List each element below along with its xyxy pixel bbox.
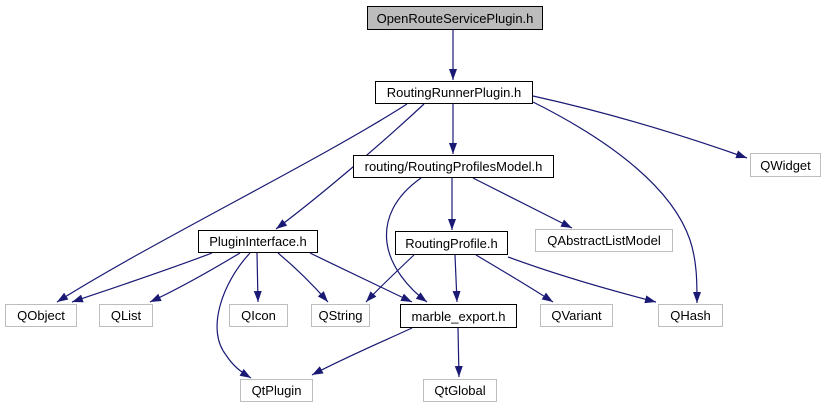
edge-marble-export-h-to-qtglobal xyxy=(454,327,463,378)
edge-plugin-interface-h-to-qstring xyxy=(277,252,329,303)
node-plugin-interface-h[interactable]: PluginInterface.h xyxy=(198,230,318,253)
node-qabstractlistmodel: QAbstractListModel xyxy=(535,229,673,252)
edge-plugin-interface-h-to-qobject xyxy=(71,252,213,303)
edge-plugin-interface-h-to-marble-export-h xyxy=(309,252,413,303)
edge-routing-runner-plugin-h-to-qwidget xyxy=(532,95,748,159)
node-qvariant: QVariant xyxy=(540,304,613,327)
edge-routing-profiles-model-h-to-qabstractlistmodel xyxy=(472,177,573,229)
edge-plugin-interface-h-to-qtplugin xyxy=(216,252,252,379)
edge-routing-profile-h-to-qhash xyxy=(507,256,657,304)
node-routing-profile-h[interactable]: RoutingProfile.h xyxy=(395,231,508,255)
node-qicon: QIcon xyxy=(229,304,288,327)
edge-marble-export-h-to-qtplugin xyxy=(311,327,413,376)
edge-routing-runner-plugin-h-to-plugin-interface-h xyxy=(275,103,425,230)
edge-routing-profiles-model-h-to-marble-export-h xyxy=(385,177,428,303)
edge-routing-profile-h-to-qstring xyxy=(365,254,415,303)
edge-routing-runner-plugin-h-to-qobject xyxy=(56,103,408,303)
node-open-route-service-plugin-h: OpenRouteServicePlugin.h xyxy=(367,6,543,30)
node-routing-runner-plugin-h[interactable]: RoutingRunnerPlugin.h xyxy=(375,81,533,104)
edge-routing-profile-h-to-marble-export-h xyxy=(452,254,461,303)
node-qobject: QObject xyxy=(5,304,77,327)
node-qtglobal: QtGlobal xyxy=(423,379,497,402)
node-qhash: QHash xyxy=(658,304,723,327)
node-qtplugin: QtPlugin xyxy=(240,379,313,402)
edge-plugin-interface-h-to-qicon xyxy=(253,252,262,303)
node-qlist: QList xyxy=(99,304,153,327)
node-marble-export-h[interactable]: marble_export.h xyxy=(400,304,517,328)
node-routing-profiles-model-h[interactable]: routing/RoutingProfilesModel.h xyxy=(353,155,554,178)
edge-routing-profile-h-to-qvariant xyxy=(475,254,554,303)
node-qwidget: QWidget xyxy=(750,153,821,177)
node-qstring: QString xyxy=(311,304,370,327)
edge-plugin-interface-h-to-qlist xyxy=(149,252,241,303)
edge-routing-runner-plugin-h-to-qhash xyxy=(532,101,701,304)
